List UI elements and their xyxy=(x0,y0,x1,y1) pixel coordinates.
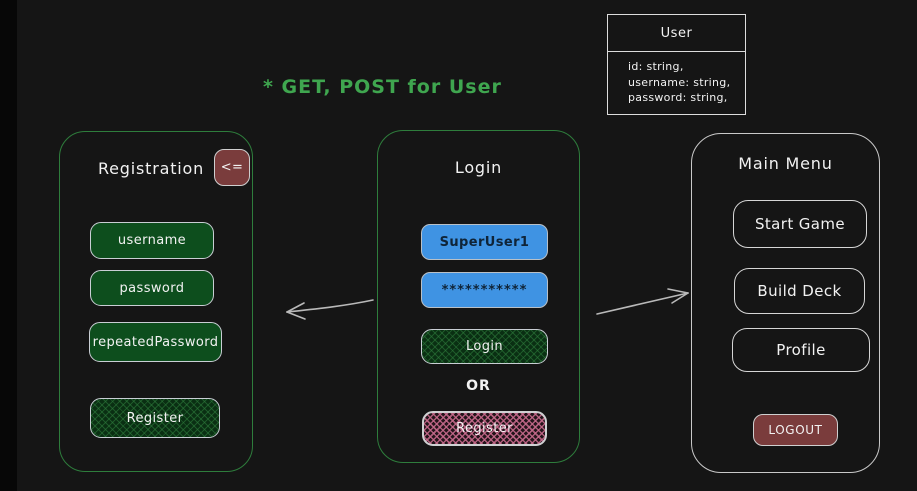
annotation-text: * GET, POST for User xyxy=(263,76,502,98)
username-input[interactable]: username xyxy=(90,222,214,259)
logout-button[interactable]: LOGOUT xyxy=(753,414,838,446)
user-entity-box: User id: string, username: string, passw… xyxy=(607,14,746,115)
login-register-button[interactable]: Register xyxy=(422,411,547,446)
registration-panel: Registration <= username password repeat… xyxy=(59,131,253,472)
back-arrow-icon: <= xyxy=(220,160,244,175)
login-register-button-label: Register xyxy=(456,421,513,436)
start-game-button-label: Start Game xyxy=(754,215,846,233)
register-button[interactable]: Register xyxy=(90,398,220,438)
login-username-value: SuperUser1 xyxy=(439,234,530,250)
profile-button[interactable]: Profile xyxy=(732,328,870,372)
login-username-input[interactable]: SuperUser1 xyxy=(421,224,548,260)
login-button-label: Login xyxy=(465,339,504,354)
register-button-label: Register xyxy=(126,410,184,426)
repeated-password-input[interactable]: repeatedPassword xyxy=(89,322,222,362)
user-entity-fields: id: string, username: string, password: … xyxy=(608,52,745,106)
or-separator: OR xyxy=(466,378,491,394)
arrow-login-to-registration xyxy=(286,299,374,320)
build-deck-button-label: Build Deck xyxy=(757,282,842,300)
user-entity-title: User xyxy=(608,15,745,52)
arrow-login-to-main-menu xyxy=(596,288,689,315)
main-menu-panel: Main Menu Start Game Build Deck Profile … xyxy=(691,133,880,473)
login-button[interactable]: Login xyxy=(421,329,548,364)
user-entity-field: password: string, xyxy=(628,91,728,104)
main-menu-title: Main Menu xyxy=(738,154,833,173)
canvas-edge-band xyxy=(0,0,17,491)
password-input-label: password xyxy=(119,280,185,296)
start-game-button[interactable]: Start Game xyxy=(733,200,867,248)
login-password-input[interactable]: *********** xyxy=(421,272,548,308)
user-entity-field: id: string, xyxy=(628,60,684,73)
repeated-password-input-label: repeatedPassword xyxy=(92,334,219,350)
login-title: Login xyxy=(454,158,503,177)
username-input-label: username xyxy=(117,233,187,248)
logout-button-label: LOGOUT xyxy=(768,423,823,437)
registration-title: Registration xyxy=(97,159,205,178)
password-input[interactable]: password xyxy=(90,270,214,306)
build-deck-button[interactable]: Build Deck xyxy=(734,268,865,314)
back-button[interactable]: <= xyxy=(214,149,250,186)
profile-button-label: Profile xyxy=(776,341,826,359)
login-password-value: *********** xyxy=(441,282,528,298)
login-panel: Login SuperUser1 *********** Login OR Re… xyxy=(377,130,580,463)
user-entity-field: username: string, xyxy=(628,75,731,89)
